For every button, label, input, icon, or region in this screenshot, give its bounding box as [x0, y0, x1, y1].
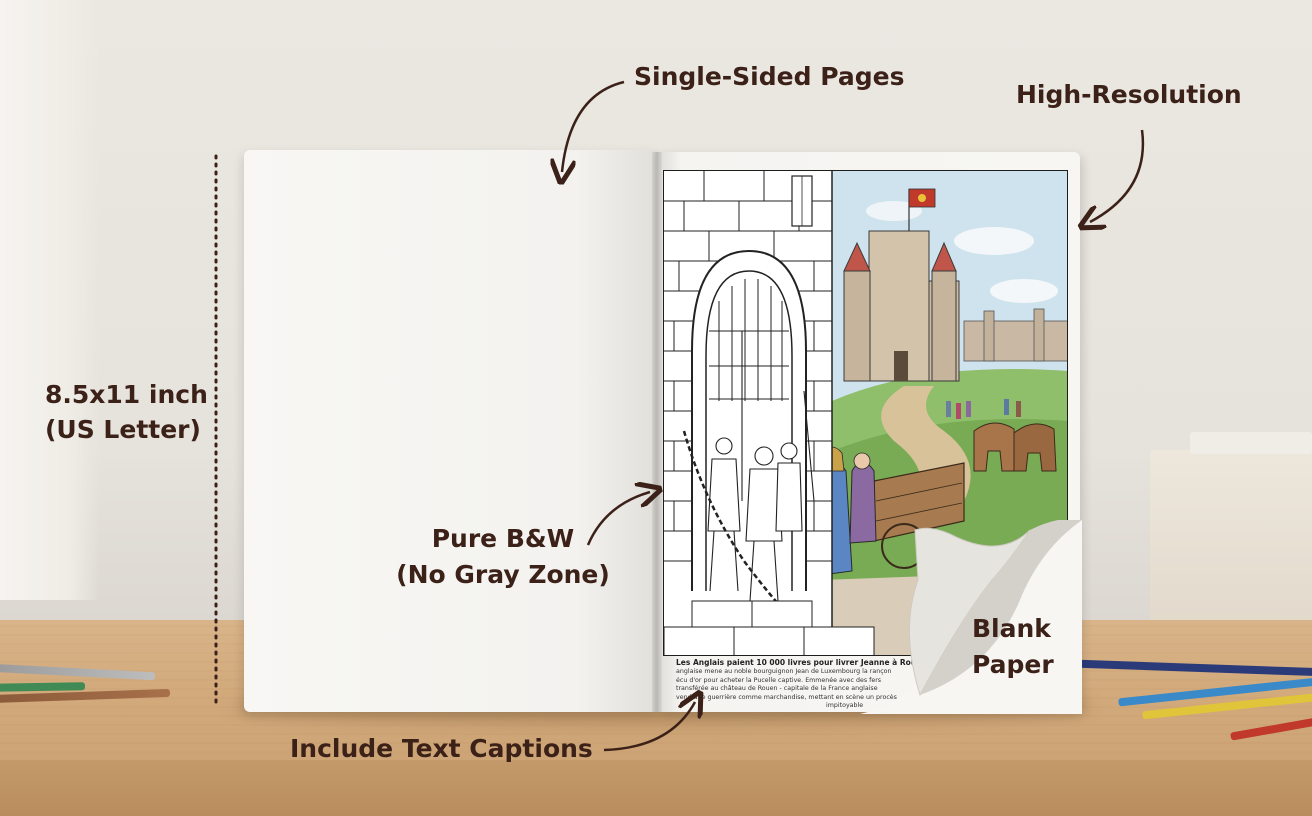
- curved-arrow-icon: [1090, 129, 1145, 222]
- page-curl: [860, 518, 1082, 714]
- caption-line: transférée au château de Rouen - capital…: [676, 685, 878, 692]
- caption-line: vend une guerrière comme marchandise, me…: [676, 693, 897, 701]
- castle-scene-drawing: [664, 171, 1067, 655]
- curved-arrow-icon: [586, 492, 650, 546]
- page-caption: Les Anglais paient 10 000 livres pour li…: [676, 658, 926, 711]
- label-text-captions: Include Text Captions: [290, 734, 593, 763]
- caption-line: anglaise mene au noble bourguignon Jean …: [676, 668, 892, 675]
- label-blank-paper: Blank Paper: [972, 611, 1054, 683]
- caption-title: Les Anglais paient 10 000 livres pour li…: [676, 658, 926, 667]
- label-pure-bw: Pure B&W (No Gray Zone): [396, 521, 610, 593]
- label-single-sided: Single-Sided Pages: [634, 62, 905, 91]
- label-page-size: 8.5x11 inch (US Letter): [45, 377, 208, 447]
- book-gutter: [652, 152, 662, 712]
- label-bw-line1: Pure B&W: [431, 524, 575, 553]
- blank-left-page: [244, 150, 658, 712]
- label-blank-line2: Paper: [972, 650, 1054, 679]
- curved-arrow-icon: [562, 80, 625, 172]
- label-size-line2: (US Letter): [45, 415, 201, 444]
- caption-line: impitoyable: [826, 702, 864, 709]
- window-light: [0, 0, 100, 600]
- label-high-resolution: High-Resolution: [1016, 80, 1242, 109]
- curved-arrow-icon: [603, 702, 695, 752]
- label-blank-line1: Blank: [972, 614, 1051, 643]
- label-size-line1: 8.5x11 inch: [45, 380, 208, 409]
- caption-line: écu d'or pour acheter la Pucelle captive…: [676, 676, 882, 684]
- background-shelf: [1150, 432, 1312, 630]
- label-bw-line2: (No Gray Zone): [396, 560, 610, 589]
- desk-front-edge: [0, 760, 1312, 816]
